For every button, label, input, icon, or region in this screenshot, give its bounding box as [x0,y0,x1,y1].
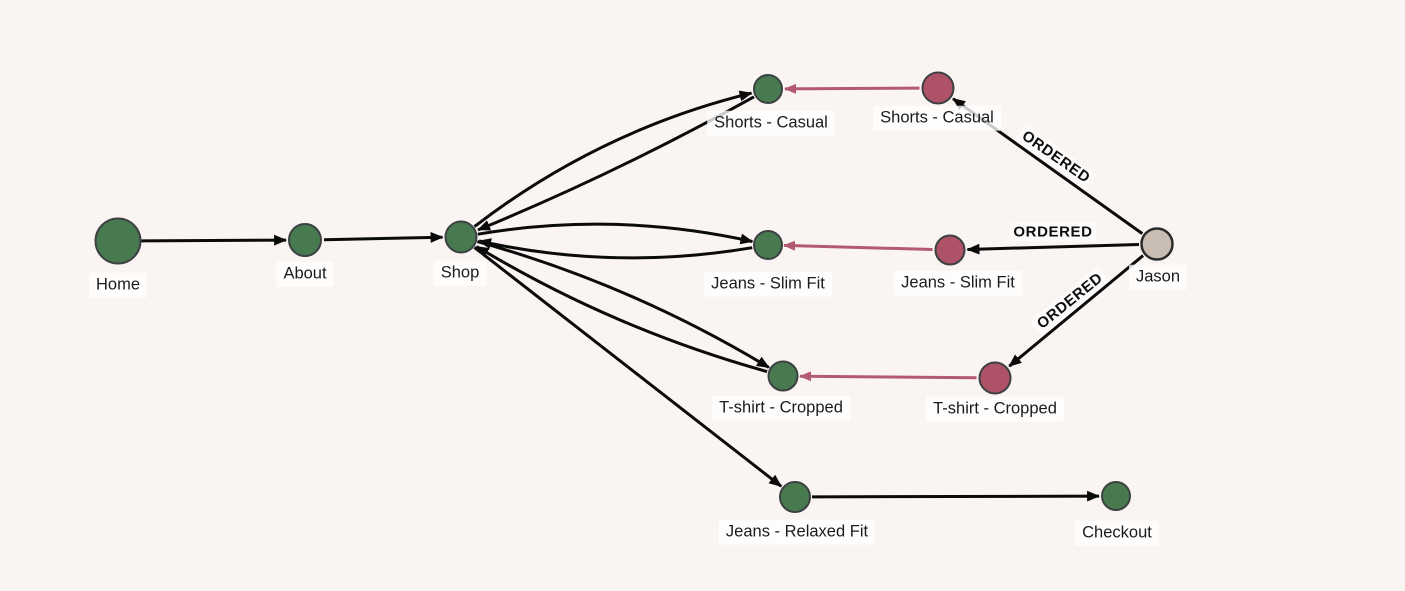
edge-shop-tshirt-cropped-page[interactable] [476,240,770,369]
edge-shop-shorts-casual-page[interactable] [473,90,753,228]
edge-jason-ordered-tshirt-cropped[interactable] [1008,254,1145,368]
node-jeans-slim-page[interactable] [753,230,783,260]
node-tshirt-cropped-product[interactable] [978,361,1012,395]
node-tshirt-cropped-page[interactable] [767,360,799,392]
edge-shop-jeans-relaxed-page[interactable] [473,246,783,488]
edge-jeans-slim-product-page[interactable] [783,240,933,251]
node-label-jason[interactable]: Jason [1128,264,1188,290]
node-label-tshirt-cropped-product[interactable]: T-shirt - Cropped [926,396,1064,422]
node-shorts-casual-page[interactable] [753,74,783,104]
node-label-home[interactable]: Home [88,272,148,298]
node-home[interactable] [94,217,142,265]
node-label-about[interactable]: About [276,261,334,287]
edge-jeans-relaxed-page-checkout[interactable] [811,490,1101,502]
edge-jason-ordered-jeans-slim[interactable] [966,243,1140,255]
node-about[interactable] [288,223,322,257]
node-jason[interactable] [1140,227,1174,261]
node-label-jeans-slim-product[interactable]: Jeans - Slim Fit [894,270,1022,296]
node-shorts-casual-product[interactable] [921,71,955,105]
edge-about-shop[interactable] [323,232,444,243]
node-jeans-slim-product[interactable] [934,234,966,266]
node-label-checkout[interactable]: Checkout [1075,520,1159,546]
edge-home-about[interactable] [140,234,288,246]
node-label-shorts-casual-page[interactable]: Shorts - Casual [707,110,835,136]
edge-tshirt-cropped-page-shop[interactable] [475,245,768,374]
edge-shop-jeans-slim-page[interactable] [477,222,754,245]
node-jeans-relaxed-page[interactable] [779,481,811,513]
node-checkout[interactable] [1101,481,1131,511]
node-shop[interactable] [444,220,478,254]
edge-tshirt-cropped-product-page[interactable] [799,371,977,382]
node-label-shop[interactable]: Shop [433,260,487,286]
node-label-jeans-slim-page[interactable]: Jeans - Slim Fit [704,271,832,297]
edge-jeans-slim-page-shop[interactable] [478,238,753,260]
rel-label-ordered-jeans-slim[interactable]: ORDERED [1009,222,1097,242]
edge-shorts-casual-product-page[interactable] [784,83,920,94]
node-label-shorts-casual-product[interactable]: Shorts - Casual [873,105,1001,131]
node-label-jeans-relaxed-page[interactable]: Jeans - Relaxed Fit [718,519,876,545]
node-label-tshirt-cropped-page[interactable]: T-shirt - Cropped [712,395,850,421]
